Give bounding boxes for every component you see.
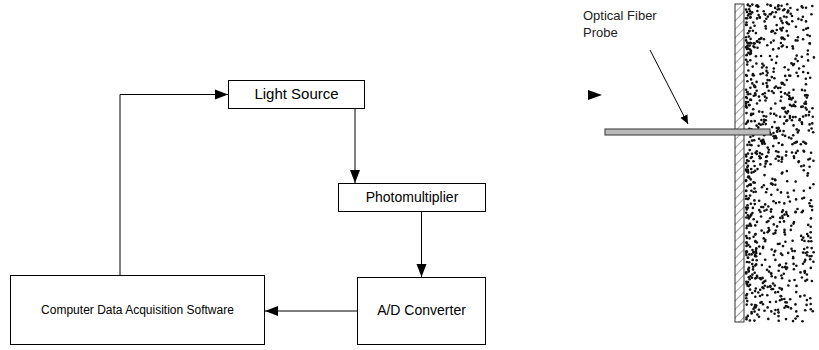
box-label: Photomultiplier [360, 189, 465, 207]
flow-arrow [421, 212, 422, 277]
box-label: A/D Converter [371, 302, 472, 320]
process-box: Light Source [228, 80, 365, 109]
vessel-wall [735, 4, 744, 322]
optical-fiber [605, 129, 770, 135]
particle-bed [745, 3, 816, 323]
process-box: Computer Data Acquisition Software [10, 275, 265, 345]
pointer-arrow [650, 50, 688, 124]
flow-arrow [120, 95, 228, 276]
flow-arrow [265, 311, 357, 312]
process-box: A/D Converter [357, 277, 486, 345]
box-label: Computer Data Acquisition Software [35, 303, 240, 318]
process-box: Photomultiplier [338, 183, 486, 212]
box-label: Light Source [248, 85, 344, 104]
flow-arrow [355, 109, 356, 183]
callout-label: Optical Fiber Probe [583, 8, 675, 42]
junction-arrowhead [588, 90, 602, 100]
